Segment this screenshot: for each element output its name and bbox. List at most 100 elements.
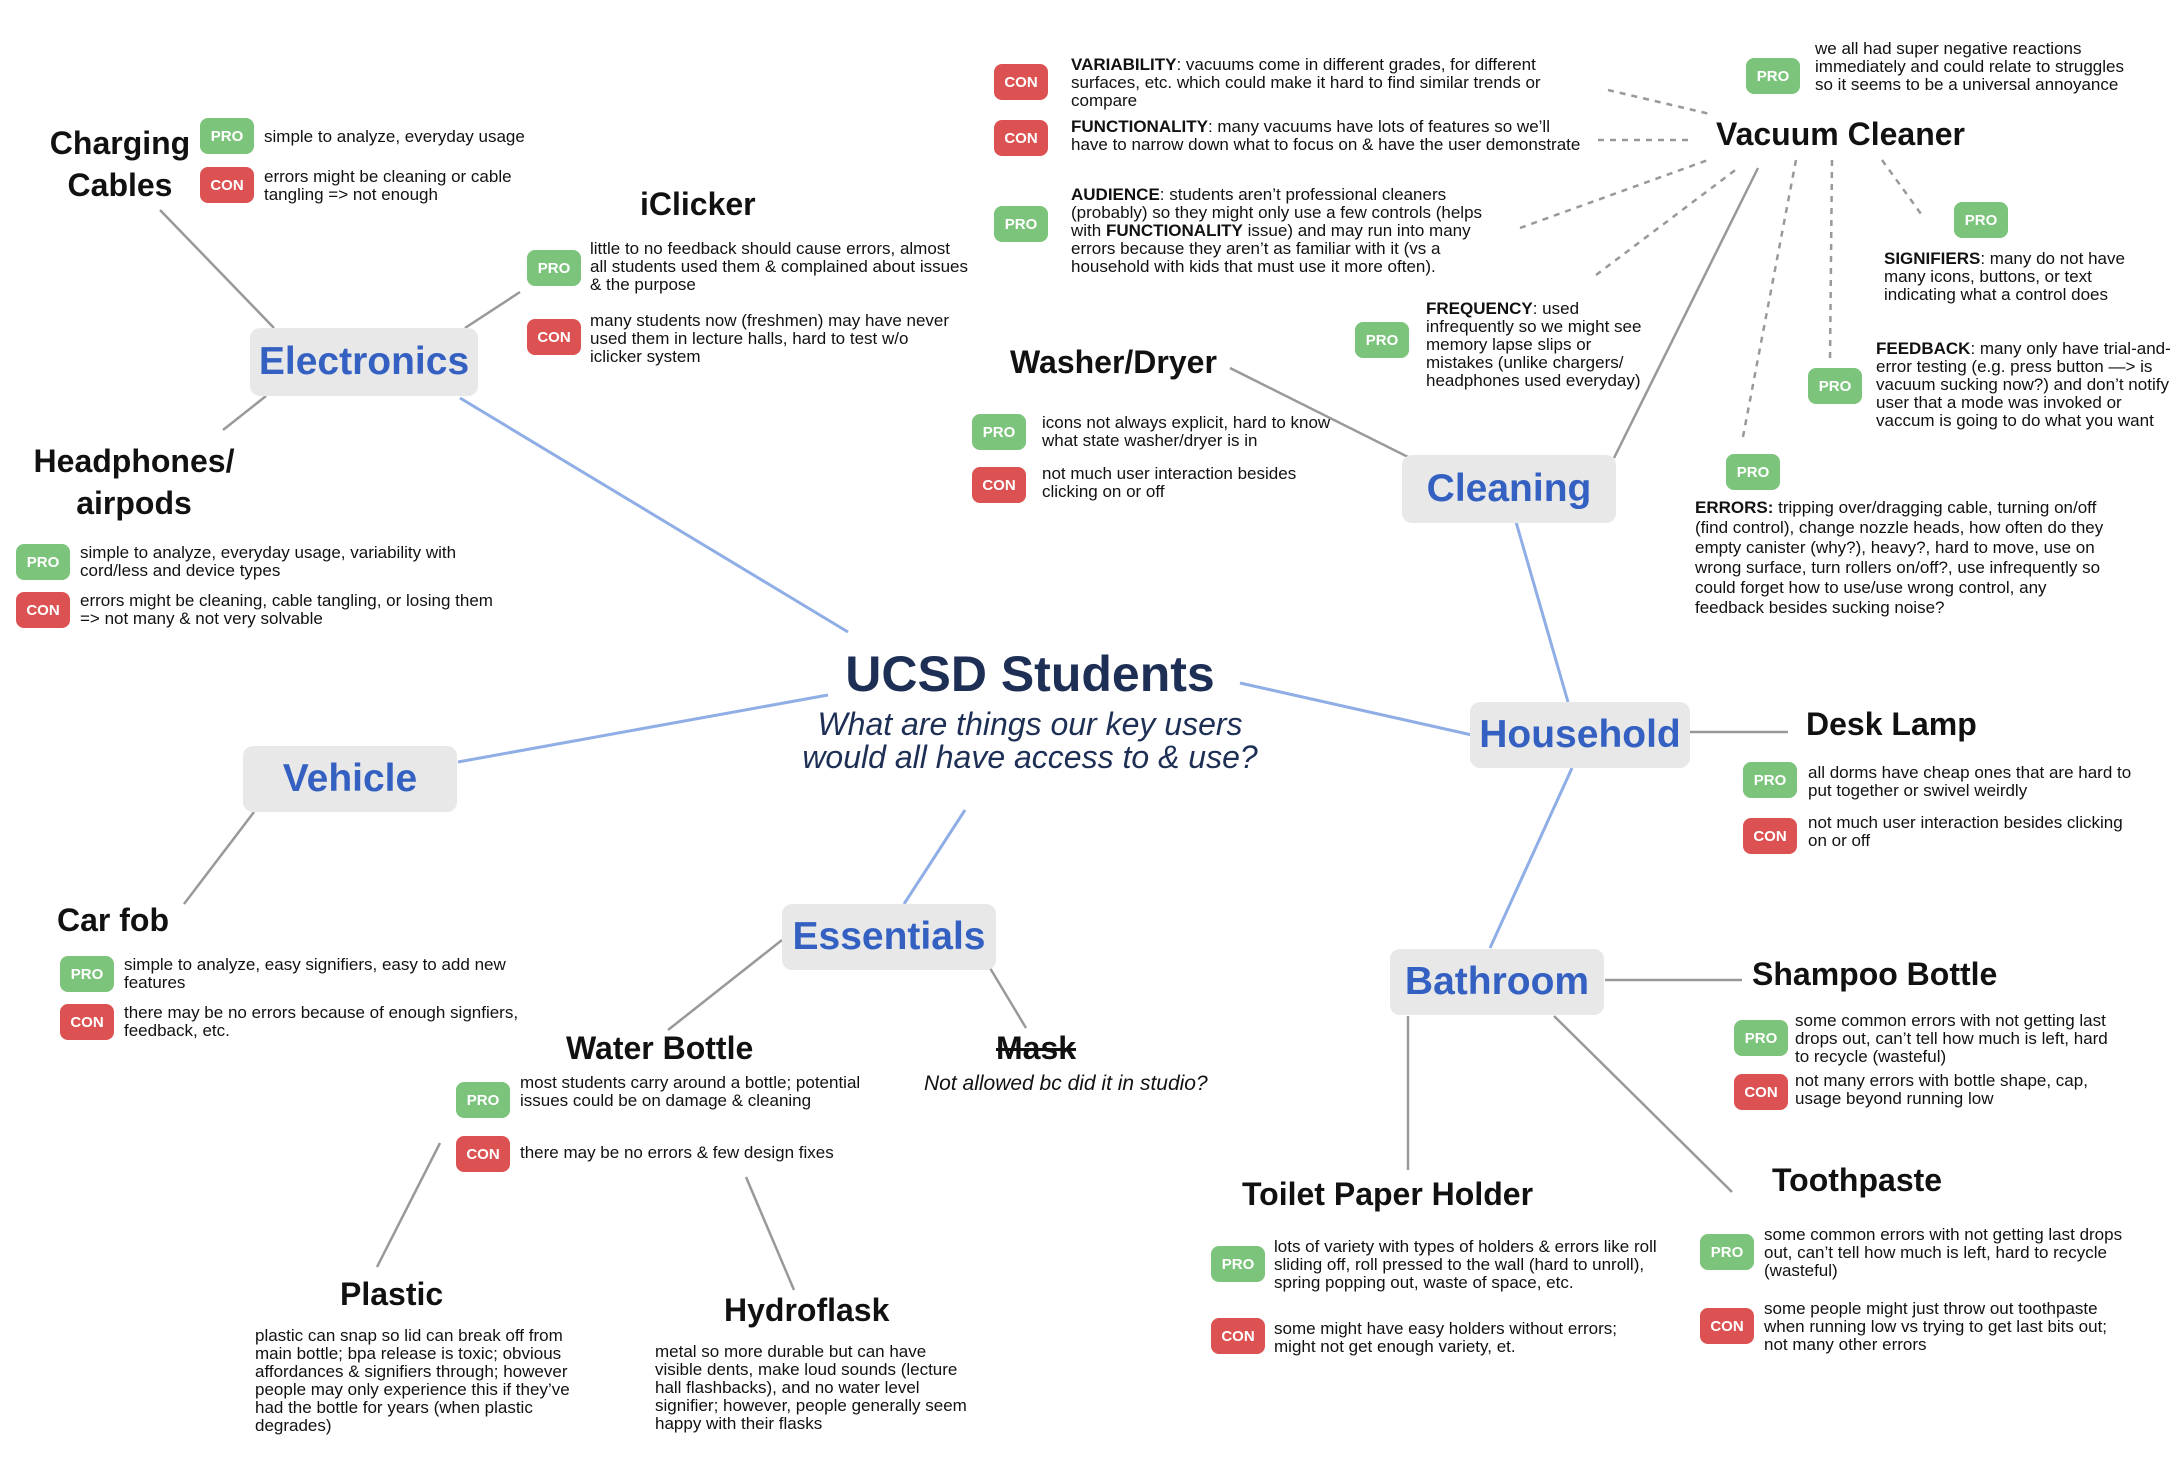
pro-badge: PRO <box>1355 322 1409 358</box>
item-water-bottle: Water Bottle <box>566 1030 754 1066</box>
variability-label: VARIABILITY <box>1071 55 1177 74</box>
note-hydroflask: metal so more durable but can have visib… <box>655 1342 967 1433</box>
pro-badge: PRO <box>1700 1234 1754 1270</box>
category-household: Household <box>1470 702 1690 768</box>
note-toilet-pro: lots of variety with types of holders & … <box>1274 1237 1657 1292</box>
item-desk-lamp: Desk Lamp <box>1806 706 1977 742</box>
note-headphones-pro: simple to analyze, everyday usage, varia… <box>80 543 457 580</box>
feedback-text: : many only have trial-and-error testing… <box>1876 339 2171 430</box>
audience-functionality: FUNCTIONALITY <box>1105 221 1243 240</box>
pro-badge: PRO <box>1954 202 2008 238</box>
item-headphones: Headphones/ airpods <box>33 443 235 521</box>
audience-text-c: issue) and may run into many errors beca… <box>1071 221 1471 276</box>
dash-errors <box>1740 159 1798 443</box>
item-washer-dryer: Washer/Dryer <box>1010 344 1217 380</box>
link-bathroom-toothpaste <box>1553 1015 1733 1193</box>
note-desklamp-con: not much user interaction besides clicki… <box>1808 813 2123 850</box>
category-essentials: Essentials <box>782 904 996 970</box>
dash-feedback <box>1828 159 1834 361</box>
dash-variability <box>1607 88 1711 116</box>
con-badge: CON <box>16 592 70 628</box>
feedback-label: FEEDBACK <box>1876 339 1971 358</box>
con-badge: CON <box>972 467 1026 503</box>
pro-badge: PRO <box>60 956 114 992</box>
pro-badge: PRO <box>1734 1020 1788 1056</box>
category-vehicle: Vehicle <box>243 746 457 812</box>
errors-label: ERRORS: <box>1695 498 1774 517</box>
note-vacuum-audience: AUDIENCE: students aren’t professional c… <box>1071 186 1511 276</box>
signifiers-text: : many do not have many icons, buttons, … <box>1884 249 2125 304</box>
link-household-cleaning <box>1514 521 1570 703</box>
signifiers-label: SIGNIFIERS <box>1884 249 1981 268</box>
variability-text: : vacuums come in different grades, for … <box>1071 55 1541 110</box>
note-desklamp-pro: all dorms have cheap ones that are hard … <box>1808 763 2132 800</box>
category-bathroom: Bathroom <box>1390 949 1604 1015</box>
link-water-hydroflask <box>744 1176 796 1291</box>
con-badge: CON <box>1211 1318 1265 1354</box>
pro-badge: PRO <box>994 206 1048 242</box>
note-vacuum-functionality: FUNCTIONALITY: many vacuums have lots of… <box>1071 118 1591 154</box>
link-central-electronics <box>459 396 849 634</box>
note-vacuum-errors: ERRORS: tripping over/dragging cable, tu… <box>1695 498 2105 618</box>
note-plastic: plastic can snap so lid can break off fr… <box>255 1326 570 1435</box>
category-cleaning: Cleaning <box>1402 455 1616 523</box>
pro-badge: PRO <box>1211 1246 1265 1282</box>
pro-badge: PRO <box>1808 368 1862 404</box>
item-toilet-paper-holder: Toilet Paper Holder <box>1242 1176 1534 1212</box>
note-water-con: there may be no errors & few design fixe… <box>520 1143 834 1162</box>
note-toilet-con: some might have easy holders without err… <box>1274 1319 1617 1356</box>
category-electronics: Electronics <box>250 328 478 396</box>
pro-badge: PRO <box>200 118 254 154</box>
central-title: UCSD Students <box>845 646 1215 702</box>
audience-label: AUDIENCE <box>1071 185 1160 204</box>
pro-badge: PRO <box>972 414 1026 450</box>
link-water-plastic <box>375 1142 442 1268</box>
link-electronics-charging <box>159 209 275 329</box>
item-toothpaste: Toothpaste <box>1772 1162 1943 1198</box>
functionality-text: : many vacuums have lots of features so … <box>1071 117 1581 154</box>
item-shampoo-bottle: Shampoo Bottle <box>1752 956 1998 992</box>
note-charging-pro: simple to analyze, everyday usage <box>264 127 525 146</box>
link-central-vehicle <box>457 693 829 764</box>
con-badge: CON <box>1743 818 1797 854</box>
functionality-label: FUNCTIONALITY <box>1071 117 1208 136</box>
note-vacuum-variability: VARIABILITY: vacuums come in different g… <box>1071 56 1601 110</box>
link-electronics-headphones <box>222 395 267 431</box>
con-badge: CON <box>994 64 1048 100</box>
note-vacuum-frequency: FREQUENCY: used infrequently so we might… <box>1426 300 1656 390</box>
pro-badge: PRO <box>1743 762 1797 798</box>
note-headphones-con: errors might be cleaning, cable tangling… <box>80 591 493 628</box>
pro-badge: PRO <box>527 250 581 286</box>
link-essentials-water <box>667 939 783 1031</box>
note-vacuum-signifiers: SIGNIFIERS: many do not have many icons,… <box>1884 250 2164 304</box>
dash-frequency <box>1595 167 1739 276</box>
con-badge: CON <box>1734 1074 1788 1110</box>
note-carfob-con: there may be no errors because of enough… <box>124 1003 519 1040</box>
frequency-text: : used infrequently so we might see memo… <box>1426 299 1642 390</box>
con-badge: CON <box>60 1004 114 1040</box>
note-water-pro: most students carry around a bottle; pot… <box>520 1073 861 1110</box>
note-mask: Not allowed bc did it in studio? <box>924 1072 1208 1095</box>
item-iclicker: iClicker <box>640 186 756 222</box>
con-badge: CON <box>1700 1308 1754 1344</box>
note-charging-con: errors might be cleaning or cable tangli… <box>264 167 512 204</box>
item-car-fob: Car fob <box>57 902 169 938</box>
note-washer-con: not much user interaction besides clicki… <box>1042 464 1297 501</box>
item-charging-cables: Charging Cables <box>49 125 191 203</box>
note-iclicker-pro: little to no feedback should cause error… <box>590 239 969 294</box>
note-vacuum-universal: we all had super negative reactions imme… <box>1815 39 2124 94</box>
note-toothpaste-con: some people might just throw out toothpa… <box>1764 1299 2108 1354</box>
note-iclicker-con: many students now (freshmen) may have ne… <box>590 311 950 366</box>
link-electronics-iclicker <box>464 290 521 330</box>
note-washer-pro: icons not always explicit, hard to know … <box>1042 413 1331 450</box>
item-vacuum-cleaner: Vacuum Cleaner <box>1716 116 1965 152</box>
note-shampoo-con: not many errors with bottle shape, cap, … <box>1795 1071 2088 1108</box>
errors-text: tripping over/dragging cable, turning on… <box>1695 498 2104 617</box>
link-central-household <box>1239 681 1473 737</box>
con-badge: CON <box>994 120 1048 156</box>
note-shampoo-pro: some common errors with not getting last… <box>1795 1011 2108 1066</box>
frequency-label: FREQUENCY <box>1426 299 1533 318</box>
audience-text-a: : students aren’t professional cleaners … <box>1071 185 1483 240</box>
item-plastic: Plastic <box>340 1276 444 1312</box>
